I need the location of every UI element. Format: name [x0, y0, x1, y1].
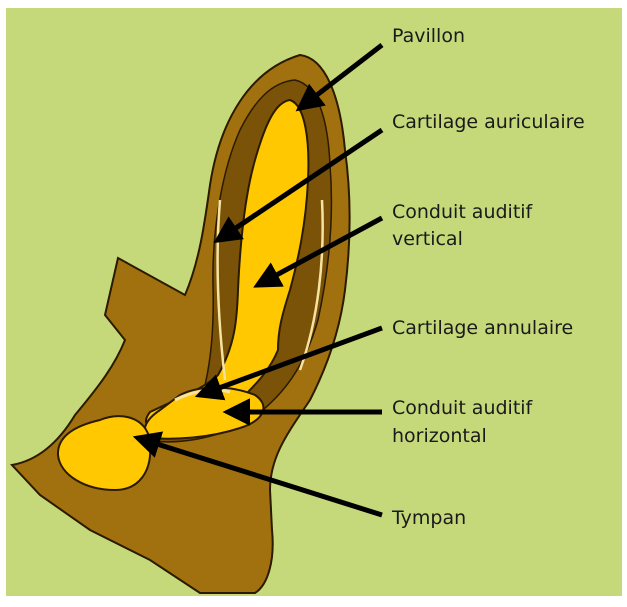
- label-conduit-horizontal-line2: horizontal: [392, 425, 487, 447]
- label-conduit-vertical-line1: Conduit auditif: [392, 201, 534, 223]
- label-cartilage-auriculaire: Cartilage auriculaire: [392, 111, 585, 133]
- label-pavillon: Pavillon: [392, 25, 465, 47]
- label-cartilage-annulaire: Cartilage annulaire: [392, 317, 573, 339]
- label-conduit-horizontal-line1: Conduit auditif: [392, 397, 534, 419]
- label-tympan: Tympan: [391, 507, 466, 529]
- label-conduit-vertical-line2: vertical: [392, 228, 463, 250]
